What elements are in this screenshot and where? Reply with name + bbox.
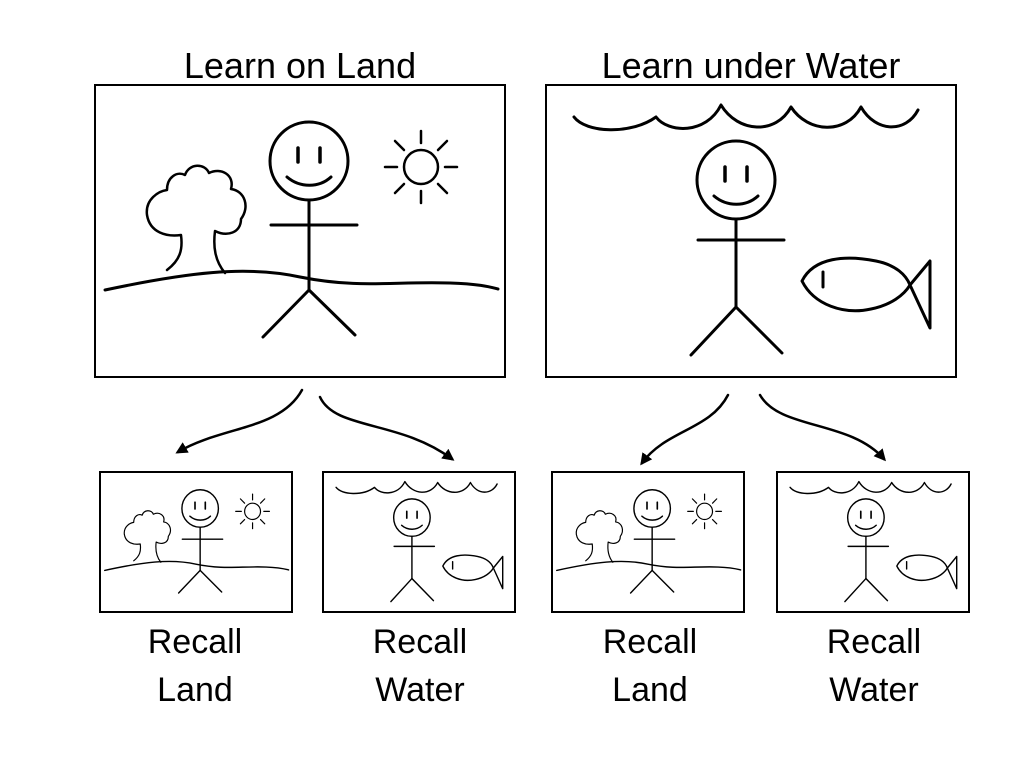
- recall-label-line1-3: Recall: [603, 623, 697, 661]
- recall-water-panel-1: [322, 471, 516, 613]
- recall-label-line2-2: Water: [375, 671, 464, 709]
- learn-under-water-title: Learn under Water: [602, 45, 901, 86]
- recall-water-panel-2: [776, 471, 970, 613]
- learn-on-land-panel: [94, 84, 506, 378]
- learn-on-land-title: Learn on Land: [184, 45, 416, 86]
- recall-label-line2-3: Land: [612, 671, 688, 709]
- recall-label-line1-1: Recall: [148, 623, 242, 661]
- recall-label-line1-4: Recall: [827, 623, 921, 661]
- recall-label-line2-4: Water: [829, 671, 918, 709]
- arrow-land-to-recall-water: [318, 395, 455, 461]
- recall-label-line1-2: Recall: [373, 623, 467, 661]
- recall-land-panel-1: [99, 471, 293, 613]
- recall-land-panel-2: [551, 471, 745, 613]
- learn-under-water-panel: [545, 84, 957, 378]
- arrow-water-to-recall-water: [758, 393, 886, 462]
- arrow-land-to-recall-land: [175, 388, 304, 454]
- arrow-water-to-recall-land: [640, 393, 730, 466]
- recall-label-line2-1: Land: [157, 671, 233, 709]
